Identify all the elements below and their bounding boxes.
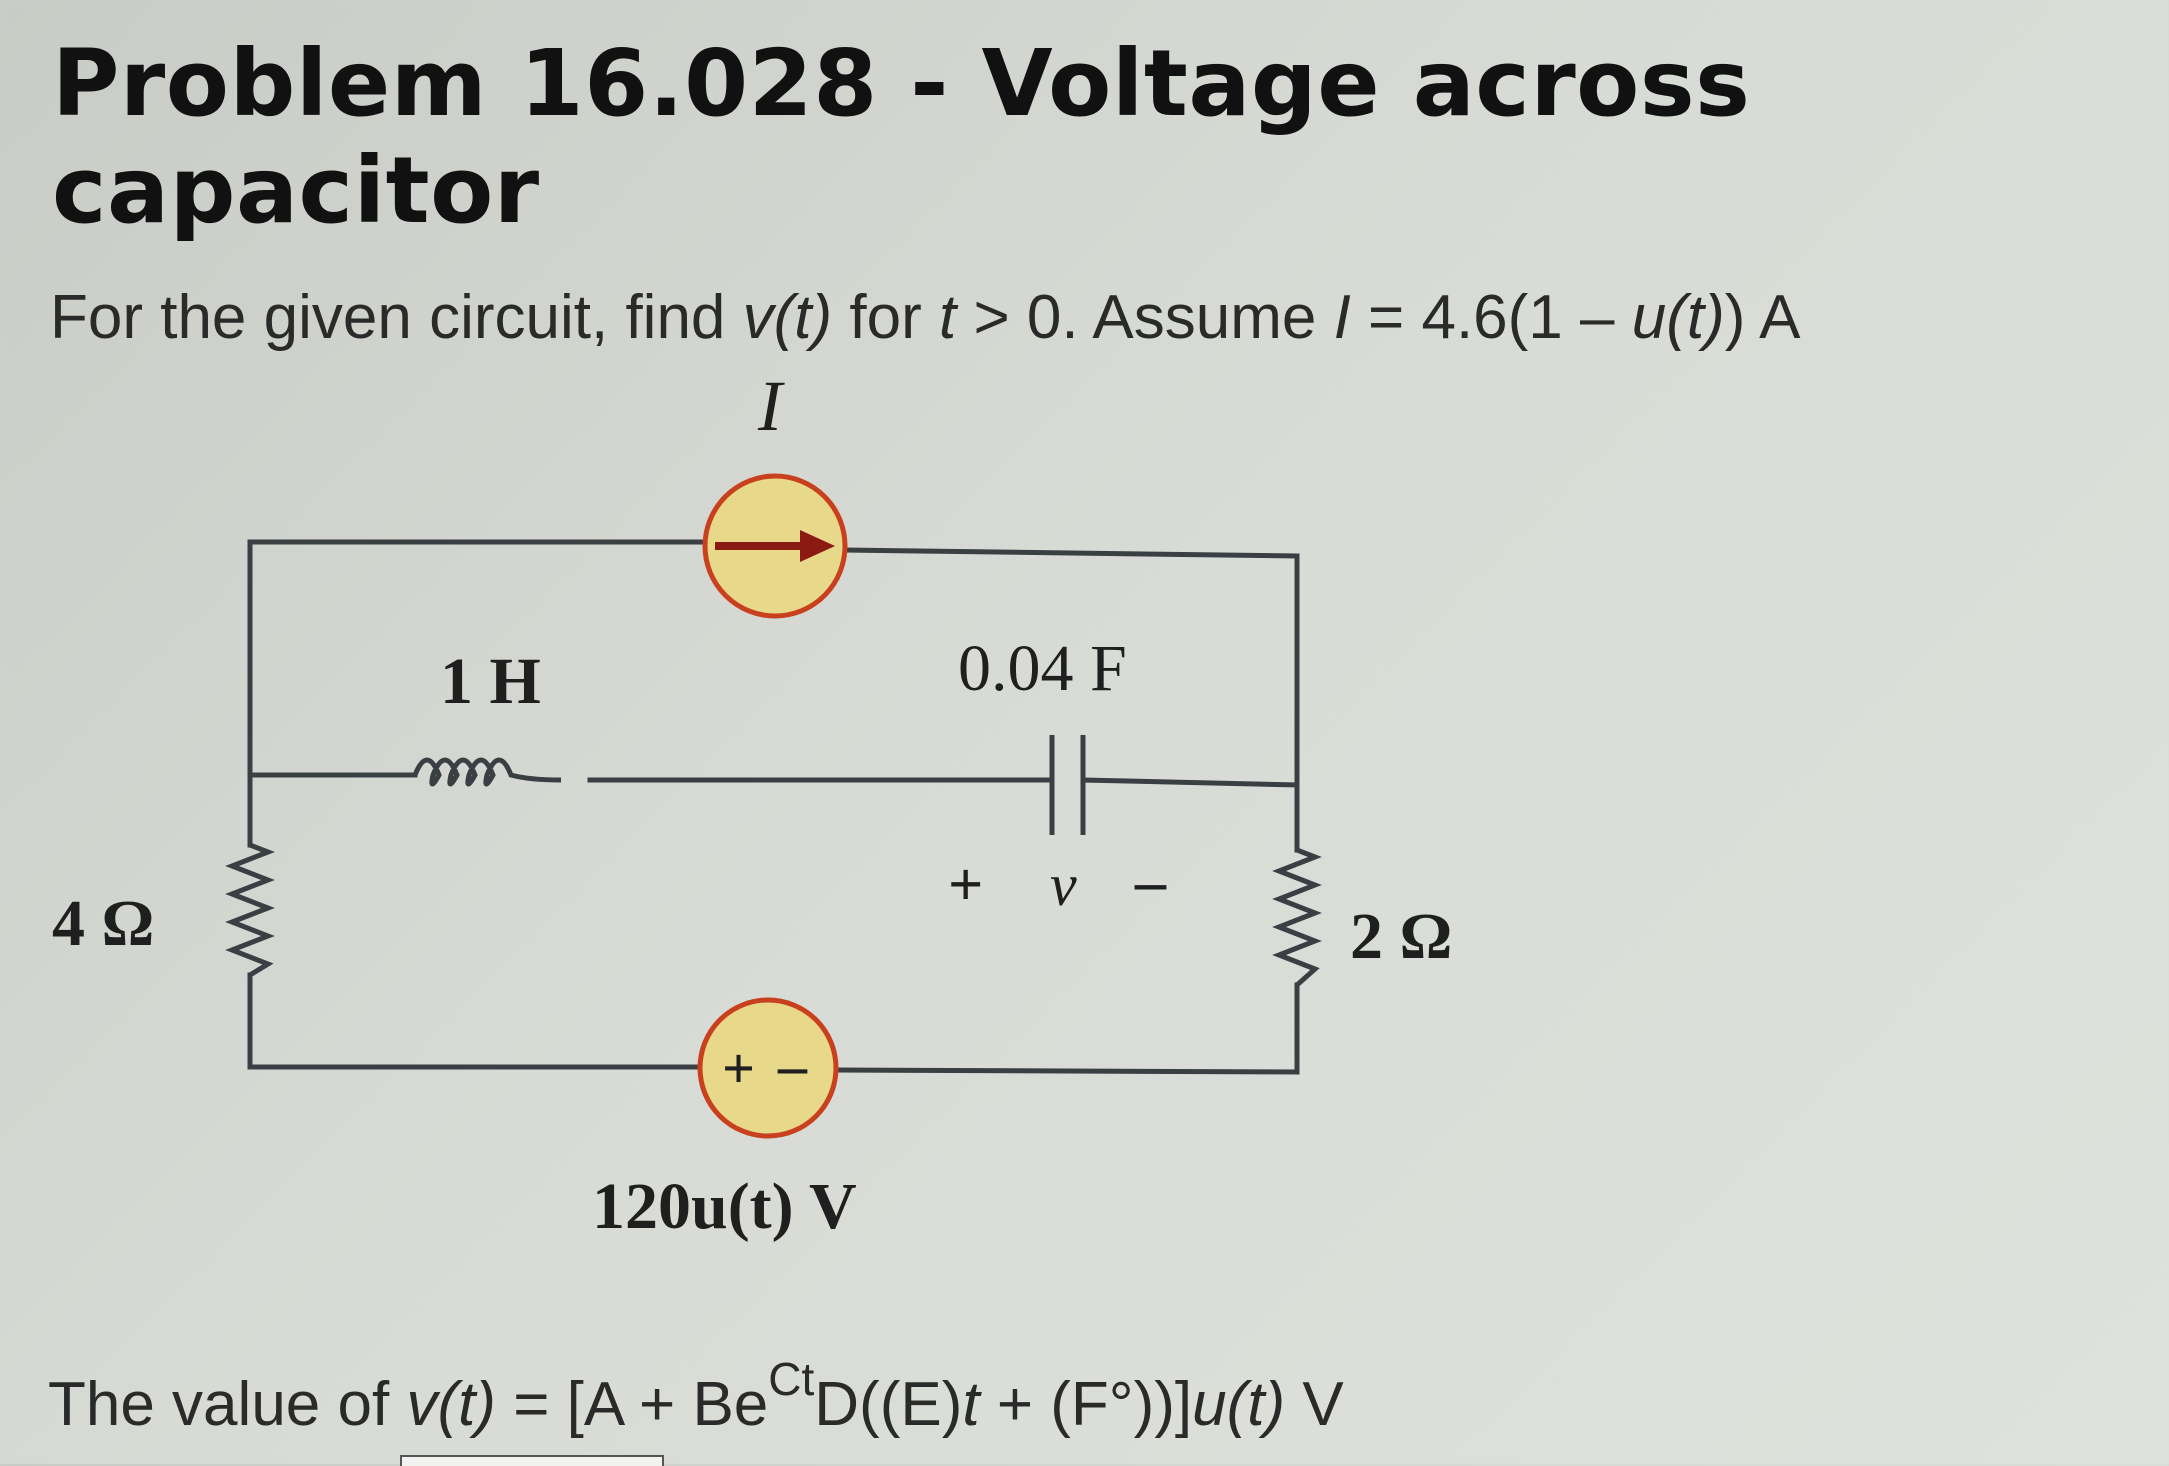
cap-minus-sign: – (1134, 848, 1167, 916)
prompt-text-4: = 4.6(1 – (1350, 283, 1632, 352)
current-source (702, 473, 848, 619)
answer-text-3: D((E) (814, 1370, 963, 1439)
page-title: Problem 16.028 - Voltage across capacito… (52, 30, 1751, 244)
resistor-left-label: 4 Ω (52, 887, 154, 960)
prompt-text-5: ) A (1724, 283, 1801, 352)
answer-v-t: v(t) (406, 1370, 496, 1439)
prompt-t: t (938, 283, 957, 352)
vs-minus-sign: – (777, 1033, 808, 1098)
answer-text-4: + (F°))] (979, 1370, 1193, 1439)
capacitor-label: 0.04 F (958, 632, 1127, 705)
circuit-wires (247, 539, 1300, 1075)
current-source-label: I (757, 366, 785, 446)
answer-input-box[interactable] (400, 1455, 664, 1466)
resistor-right-label: 2 Ω (1350, 900, 1452, 973)
problem-prompt: For the given circuit, find v(t) for t >… (50, 282, 1801, 353)
inductor-label: 1 H (440, 645, 541, 718)
answer-expression: The value of v(t) = [A + BeCtD((E)t + (F… (48, 1352, 1344, 1440)
voltage-source-label: 120u(t) V (592, 1170, 857, 1243)
answer-exponent: Ct (768, 1353, 815, 1405)
prompt-text-2: for (832, 283, 939, 352)
answer-t: t (962, 1370, 980, 1439)
resistor-left (225, 842, 275, 978)
prompt-u-t: u(t) (1631, 283, 1725, 352)
prompt-text-3: > 0. Assume (956, 283, 1334, 352)
prompt-I: I (1333, 283, 1351, 352)
prompt-v-t: v(t) (742, 283, 833, 352)
inductor-coil (412, 757, 562, 787)
answer-u-t: u(t) (1192, 1370, 1286, 1439)
cap-plus-sign: + (948, 851, 983, 919)
answer-text-5: V (1285, 1370, 1344, 1439)
voltage-source: + – (697, 997, 839, 1139)
resistor-right (1272, 847, 1322, 987)
prompt-text-1: For the given circuit, find (50, 283, 743, 352)
vs-plus-sign: + (722, 1036, 755, 1101)
cap-voltage-label: v (1050, 852, 1077, 918)
answer-text-2: = [A + Be (495, 1370, 769, 1439)
answer-text-1: The value of (48, 1370, 407, 1439)
capacitor-plates (1049, 735, 1086, 835)
